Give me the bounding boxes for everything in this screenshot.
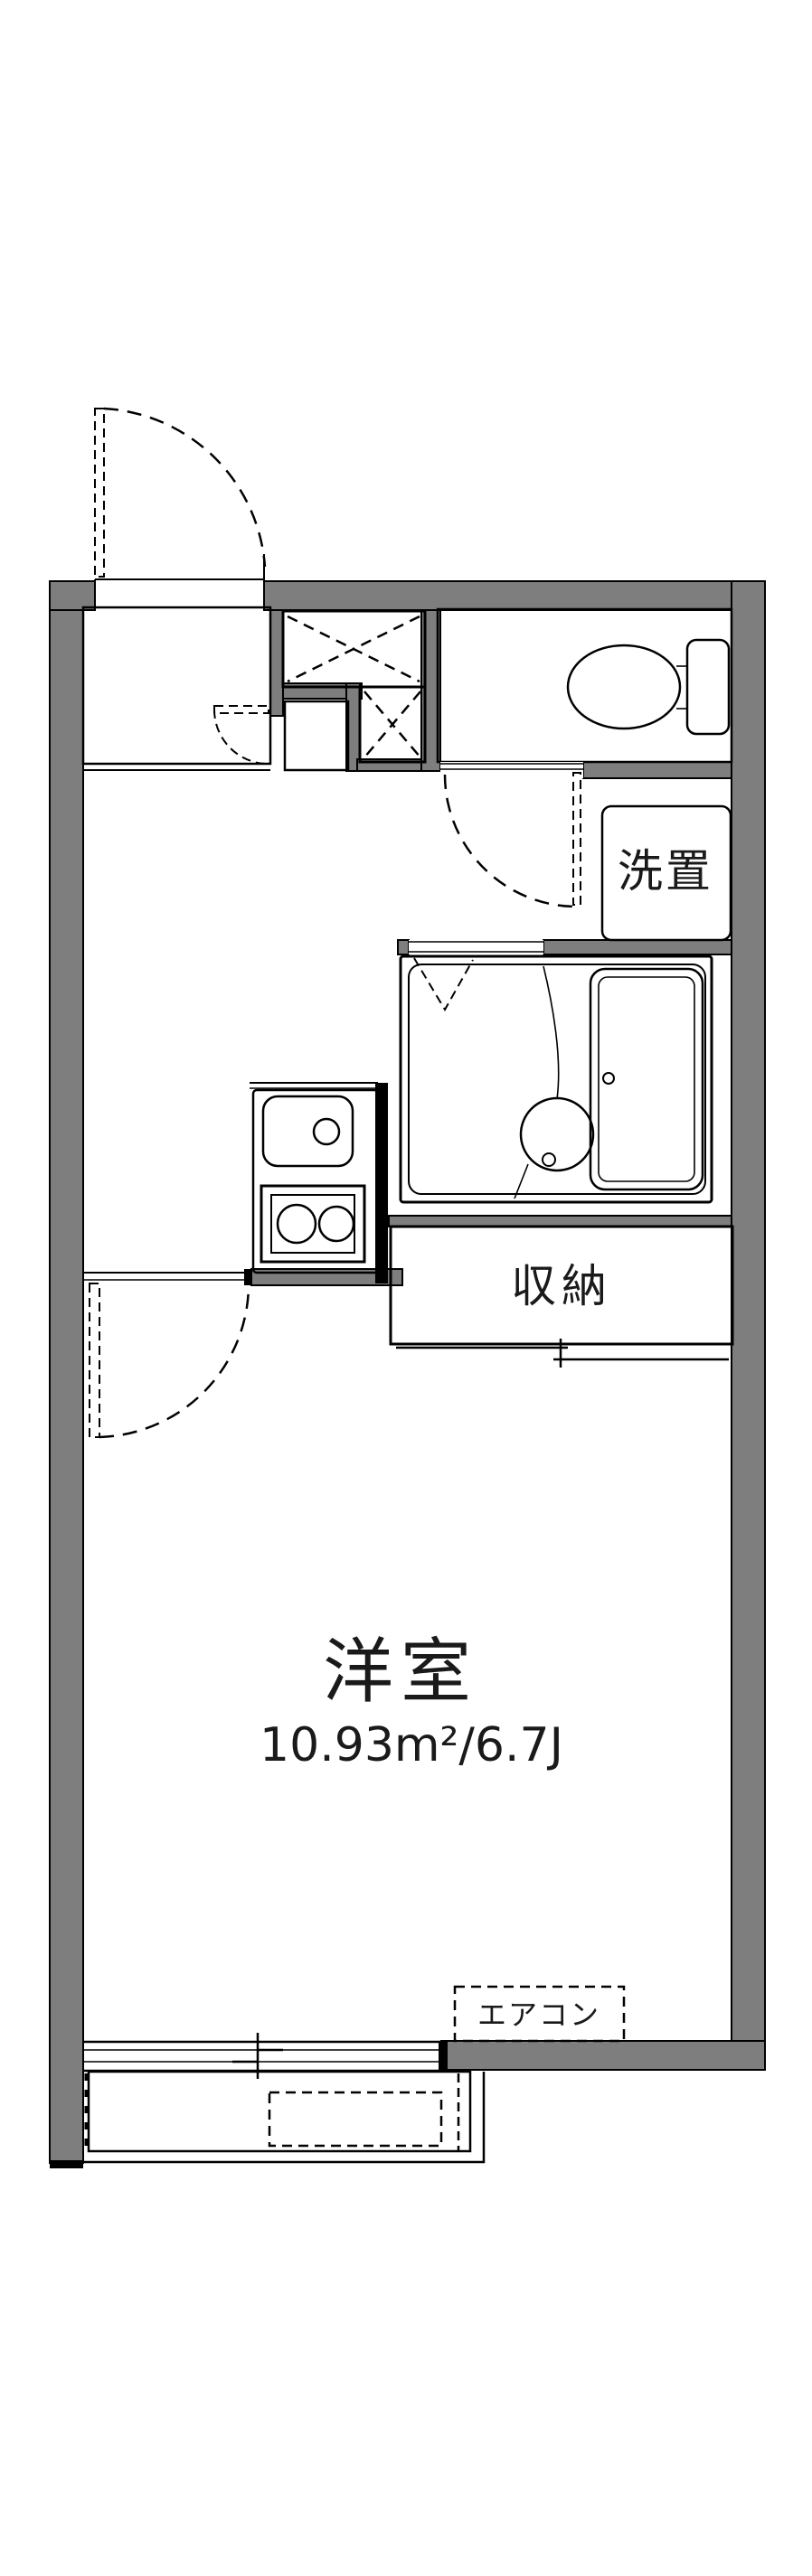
stove-burner <box>317 1205 355 1243</box>
stove-outline <box>260 1184 366 1264</box>
toilet-doorway <box>440 762 583 778</box>
toilet-door-leaf <box>572 772 581 906</box>
room-door-leaf <box>89 1283 100 1438</box>
overhead-closet-lower <box>358 685 427 764</box>
wall-below-laundry <box>543 939 732 955</box>
closet-x-mark <box>364 691 421 758</box>
balcony-hatch-dashed <box>268 2091 443 2148</box>
overhead-closet <box>281 609 427 764</box>
laundry-label: 洗置 <box>618 845 713 898</box>
balcony <box>83 2070 486 2164</box>
balcony-floor <box>87 2070 472 2153</box>
hall-door-swing-arc <box>212 709 266 765</box>
storage-label: 収納 <box>511 1260 612 1312</box>
aircon-box <box>453 1985 626 2043</box>
bathtub-knob <box>602 1072 615 1085</box>
hall-door-leaf <box>213 705 269 714</box>
bath-partition-curve <box>543 965 560 1100</box>
entrance-door-swing-arc <box>103 407 267 568</box>
wall-left-end-cap <box>50 2160 83 2168</box>
entrance-hall <box>81 606 272 766</box>
closet-x-mark <box>287 615 420 683</box>
toilet-bowl <box>566 644 682 730</box>
window-end-post <box>439 2041 448 2072</box>
overhead-closet-upper <box>281 609 427 689</box>
wall-left <box>49 580 84 2164</box>
toilet-room-floor <box>436 607 733 764</box>
bath-floor <box>408 964 706 1195</box>
washbasin-leg-line <box>514 1163 529 1199</box>
wall-below-toilet <box>582 761 732 779</box>
room-door-swing-arc <box>99 1283 250 1439</box>
wall-top-left-stub <box>49 580 96 611</box>
balcony-outer-rail <box>83 2072 486 2164</box>
laundry-space: 洗置 <box>600 804 732 942</box>
kitchen-counter <box>251 1088 380 1274</box>
laundry-box <box>600 804 732 942</box>
toilet-tank <box>685 638 731 736</box>
wall-right <box>731 580 766 2071</box>
wall-bath-door-post <box>397 939 410 955</box>
aircon-label: エアコン <box>477 1998 600 2032</box>
bathroom <box>399 940 713 1204</box>
bath-doorway <box>409 940 543 954</box>
wall-entry-closet <box>269 609 284 717</box>
stove-burner <box>276 1203 317 1245</box>
entrance-door-leaf <box>94 408 105 578</box>
walls <box>49 580 766 2164</box>
washbasin <box>519 1096 595 1172</box>
bath-unit-shell <box>399 954 713 1204</box>
washbasin-drain <box>542 1152 556 1167</box>
wall-top <box>263 580 766 611</box>
main-room-area-label: 10.93m²/6.7J <box>260 1718 563 1772</box>
bathtub-rim <box>589 967 704 1191</box>
kitchen-faucet <box>312 1117 341 1146</box>
stove-top <box>270 1194 355 1254</box>
bath-folding-door-mark <box>413 957 474 1011</box>
wall-bottom <box>440 2040 766 2071</box>
storage-closet: 収納 <box>389 1225 734 1368</box>
entrance-area <box>81 407 350 772</box>
bathtub-inner <box>598 976 695 1182</box>
wall-room-door-post <box>244 1269 251 1285</box>
kitchen-sink <box>261 1095 354 1168</box>
shoe-cabinet <box>283 700 350 772</box>
main-room: 洋室 10.93m²/6.7J エアコン <box>83 1272 626 2079</box>
toilet-door-swing-arc <box>443 774 578 908</box>
kitchen <box>250 1082 380 1274</box>
main-room-label: 洋室 <box>323 1631 478 1713</box>
wall-storage-top <box>388 1215 732 1227</box>
toilet-room <box>436 607 733 908</box>
